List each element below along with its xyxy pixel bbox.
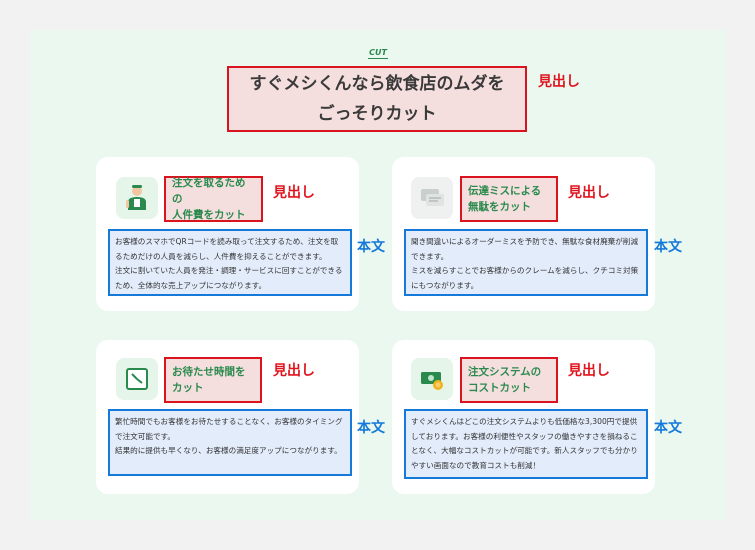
main-heading-annotation: 見出し — [538, 74, 580, 90]
main-heading-line-2: ごっそりカット — [317, 104, 437, 124]
money-icon — [411, 358, 453, 400]
card-heading-annotation: 見出し — [568, 363, 610, 379]
card-heading-annotation: 見出し — [568, 185, 610, 201]
card-heading-communication: 伝達ミスによる 無駄をカット — [460, 176, 558, 222]
card-heading-line-2: コストカット — [468, 382, 531, 394]
card-heading-line-1: 注文を取るための — [172, 177, 246, 205]
card-heading-line-2: 人件費をカット — [172, 209, 246, 221]
card-heading-wait-time: お待たせ時間を カット — [164, 357, 262, 403]
card-body-communication: 聞き間違いによるオーダーミスを予防でき、無駄な食材廃棄が削減できます。 ミスを減… — [404, 229, 648, 296]
card-heading-annotation: 見出し — [273, 185, 315, 201]
main-heading-line-1: すぐメシくんなら飲食店のムダを — [249, 74, 505, 94]
staff-person-icon — [116, 177, 158, 219]
card-heading-annotation: 見出し — [273, 363, 315, 379]
card-body-staff-cost: お客様のスマホでQRコードを読み取って注文するため、注文を取るためだけの人員を減… — [108, 229, 352, 296]
card-heading-line-2: 無駄をカット — [468, 201, 531, 213]
card-heading-staff-cost: 注文を取るための 人件費をカット — [164, 176, 263, 222]
card-heading-system-cost: 注文システムの コストカット — [460, 357, 558, 403]
card-heading-line-1: 伝達ミスによる — [468, 185, 542, 197]
clock-icon — [116, 358, 158, 400]
card-heading-line-1: 注文システムの — [468, 366, 542, 378]
card-body-annotation: 本文 — [357, 420, 385, 436]
card-heading-line-2: カット — [172, 382, 204, 394]
card-body-annotation: 本文 — [357, 239, 385, 255]
message-icon — [411, 177, 453, 219]
card-heading-line-1: お待たせ時間を — [172, 366, 246, 378]
card-body-system-cost: すぐメシくんはどこの注文システムよりも低価格な3,300円で提供しております。お… — [404, 409, 648, 479]
section-main-heading: すぐメシくんなら飲食店のムダを ごっそりカット — [227, 66, 527, 132]
section-eyebrow-label: CUT — [368, 48, 388, 59]
card-body-annotation: 本文 — [654, 420, 682, 436]
card-body-annotation: 本文 — [654, 239, 682, 255]
card-body-wait-time: 繁忙時間でもお客様をお待たせすることなく、お客様のタイミングで注文可能です。 結… — [108, 409, 352, 476]
